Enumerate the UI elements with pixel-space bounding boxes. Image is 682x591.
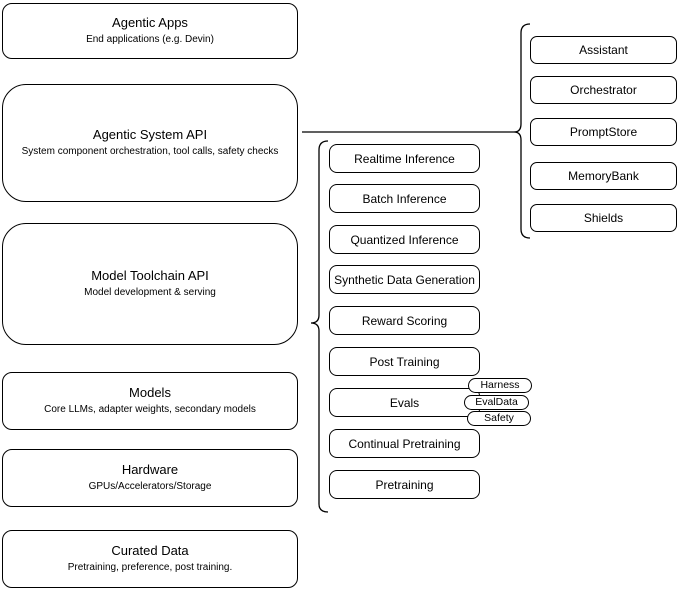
- node-agentic-system-api: Agentic System API System component orch…: [2, 84, 298, 202]
- tag-label: EvalData: [475, 396, 518, 409]
- node-models: Models Core LLMs, adapter weights, secon…: [2, 372, 298, 430]
- node-shields: Shields: [530, 204, 677, 232]
- node-title: Models: [129, 384, 171, 400]
- node-subtitle: GPUs/Accelerators/Storage: [88, 481, 212, 493]
- node-model-toolchain-api: Model Toolchain API Model development & …: [2, 223, 298, 345]
- node-label: Batch Inference: [362, 191, 447, 206]
- node-subtitle: Model development & serving: [84, 287, 216, 299]
- node-reward-scoring: Reward Scoring: [329, 306, 480, 335]
- node-evals: Evals: [329, 388, 480, 417]
- node-agentic-apps: Agentic Apps End applications (e.g. Devi…: [2, 3, 298, 59]
- node-subtitle: System component orchestration, tool cal…: [21, 146, 279, 158]
- node-orchestrator: Orchestrator: [530, 76, 677, 104]
- node-title: Agentic Apps: [112, 14, 188, 30]
- node-title: Agentic System API: [92, 126, 208, 142]
- toolchain-brace: [310, 140, 329, 513]
- tag-harness: Harness: [468, 378, 532, 393]
- tag-label: Harness: [480, 379, 520, 392]
- node-label: Reward Scoring: [361, 313, 448, 328]
- node-realtime-inference: Realtime Inference: [329, 144, 480, 173]
- node-assistant: Assistant: [530, 36, 677, 64]
- node-label: Shields: [583, 211, 624, 225]
- node-label: Continual Pretraining: [348, 436, 461, 451]
- node-label: Orchestrator: [570, 83, 637, 97]
- node-title: Model Toolchain API: [91, 267, 209, 283]
- node-batch-inference: Batch Inference: [329, 184, 480, 213]
- node-label: PromptStore: [569, 125, 638, 139]
- node-synthetic-data-generation: Synthetic Data Generation: [329, 265, 480, 294]
- node-continual-pretraining: Continual Pretraining: [329, 429, 480, 458]
- node-label: Synthetic Data Generation: [334, 272, 475, 287]
- tag-label: Safety: [484, 412, 514, 425]
- node-subtitle: Pretraining, preference, post training.: [67, 562, 233, 574]
- node-title: Hardware: [121, 461, 179, 477]
- node-post-training: Post Training: [329, 347, 480, 376]
- node-pretraining: Pretraining: [329, 470, 480, 499]
- node-subtitle: End applications (e.g. Devin): [86, 34, 214, 46]
- node-label: Quantized Inference: [350, 232, 459, 247]
- node-subtitle: Core LLMs, adapter weights, secondary mo…: [44, 404, 256, 416]
- node-title: Curated Data: [111, 542, 189, 558]
- node-promptstore: PromptStore: [530, 118, 677, 146]
- node-curated-data: Curated Data Pretraining, preference, po…: [2, 530, 298, 588]
- node-label: Assistant: [579, 43, 628, 57]
- system-brace: [513, 23, 531, 239]
- node-label: Realtime Inference: [354, 151, 455, 166]
- node-quantized-inference: Quantized Inference: [329, 225, 480, 254]
- tag-evaldata: EvalData: [464, 395, 529, 410]
- node-label: Post Training: [369, 354, 440, 369]
- node-memorybank: MemoryBank: [530, 162, 677, 190]
- node-label: Evals: [389, 395, 420, 410]
- node-hardware: Hardware GPUs/Accelerators/Storage: [2, 449, 298, 507]
- node-label: Pretraining: [375, 477, 434, 492]
- node-label: MemoryBank: [568, 169, 639, 183]
- tag-safety: Safety: [467, 411, 531, 426]
